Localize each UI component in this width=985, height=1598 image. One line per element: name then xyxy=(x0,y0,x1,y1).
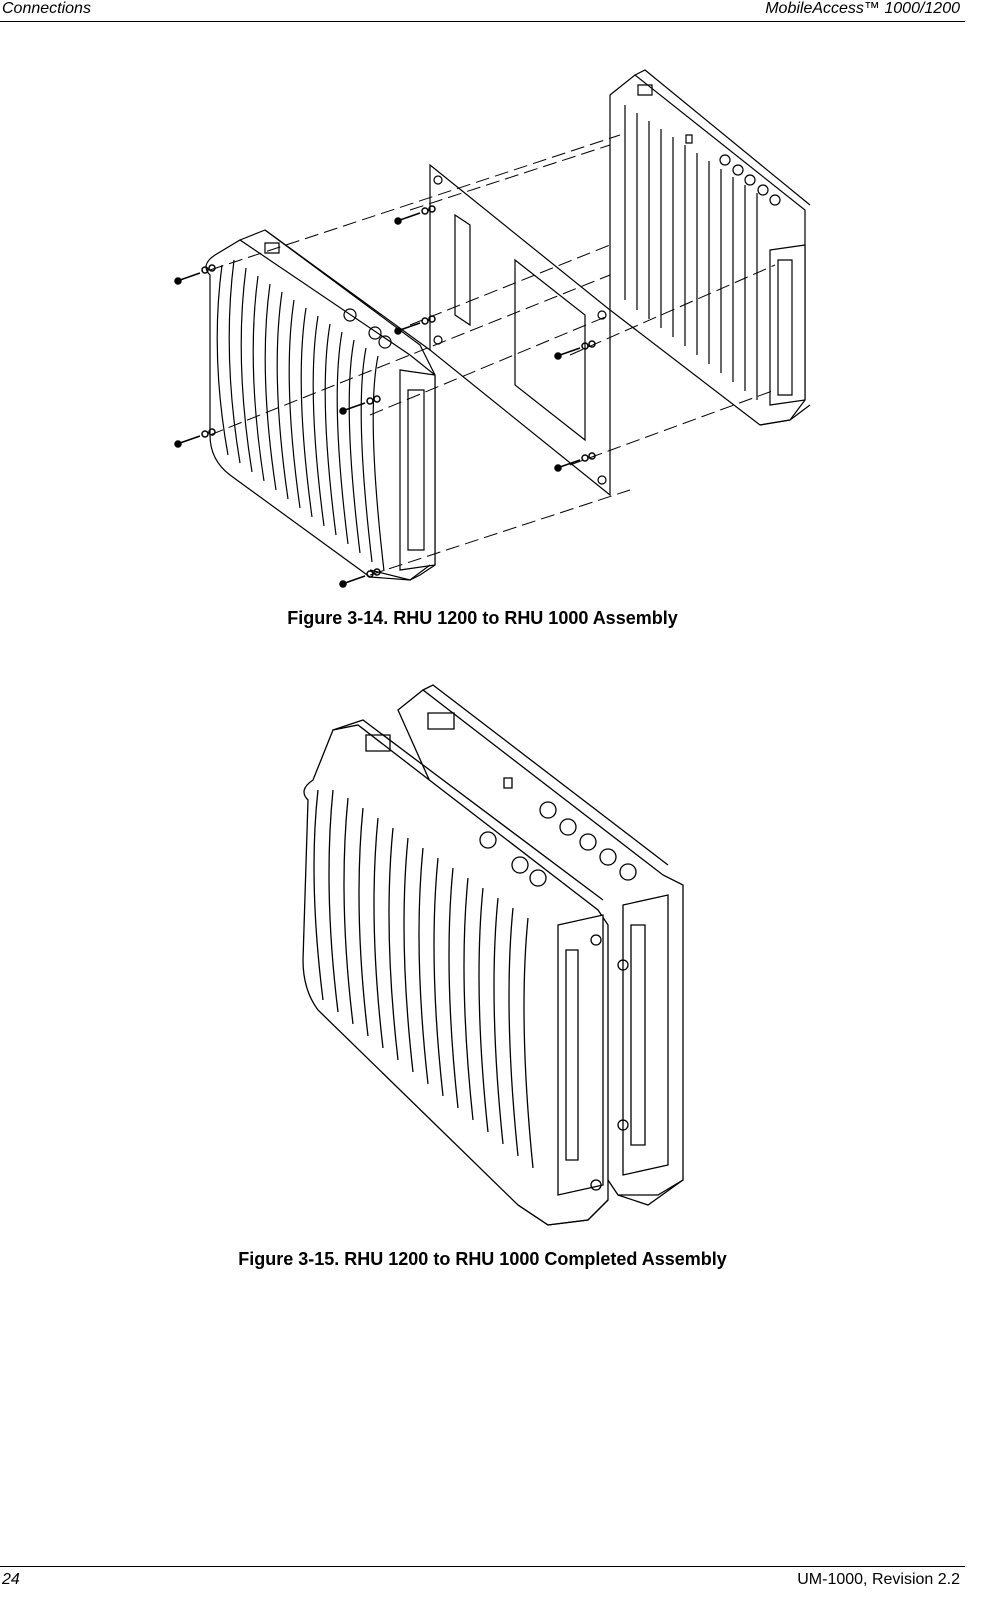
figure-3-14-caption: Figure 3-14. RHU 1200 to RHU 1000 Assemb… xyxy=(287,608,678,628)
footer-rule xyxy=(0,1566,965,1567)
screws xyxy=(175,206,595,587)
exploded-assembly-drawing xyxy=(170,65,820,595)
rhu-1200-unit xyxy=(206,230,435,580)
rhu-1000-unit xyxy=(610,70,810,425)
completed-assembly-drawing xyxy=(288,680,698,1230)
running-header-section: Connections xyxy=(2,0,91,17)
document-revision: UM-1000, Revision 2.2 xyxy=(797,1571,960,1588)
running-header-product: MobileAccess™ 1000/1200 xyxy=(765,0,960,17)
mounting-plate xyxy=(430,165,610,495)
rhu-1200-unit-assembled xyxy=(303,720,628,1225)
figure-3-15-caption: Figure 3-15. RHU 1200 to RHU 1000 Comple… xyxy=(238,1249,727,1269)
header-rule xyxy=(0,21,965,22)
alignment-lines xyxy=(210,135,775,575)
page-number: 24 xyxy=(2,1571,20,1588)
